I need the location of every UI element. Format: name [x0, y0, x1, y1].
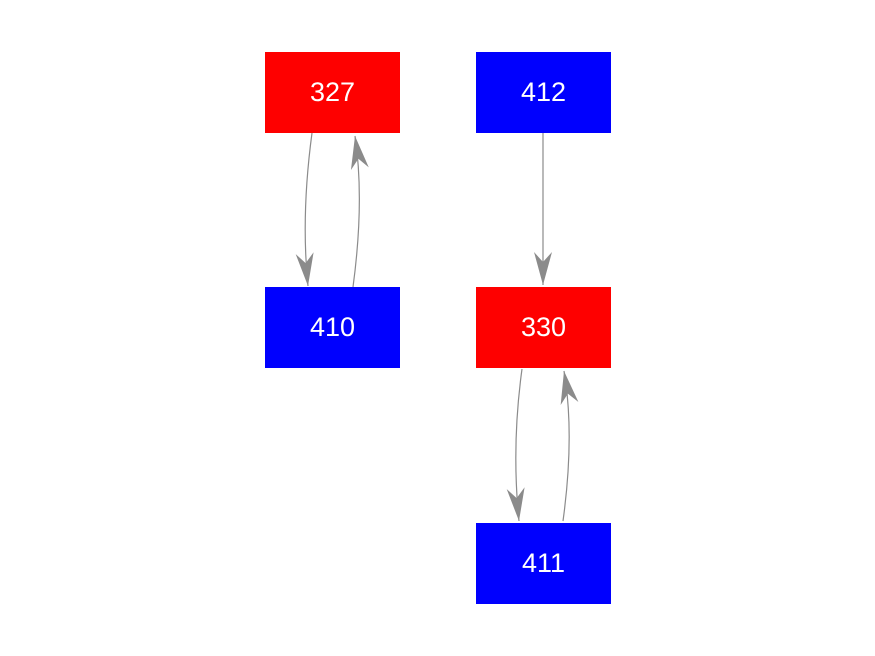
node-330: 330	[476, 287, 611, 368]
edge-411-330	[560, 370, 579, 522]
edge-327-410	[295, 132, 314, 287]
node-411: 411	[476, 523, 611, 604]
edge-330-411	[506, 368, 525, 522]
node-label: 327	[309, 77, 356, 107]
node-label: 412	[520, 77, 567, 107]
node-label: 411	[521, 548, 566, 578]
node-label: 410	[309, 312, 356, 342]
node-410: 410	[265, 287, 400, 368]
node-327: 327	[265, 52, 400, 133]
node-label: 330	[520, 312, 567, 342]
edge-410-327	[350, 135, 369, 288]
node-412: 412	[476, 52, 611, 133]
